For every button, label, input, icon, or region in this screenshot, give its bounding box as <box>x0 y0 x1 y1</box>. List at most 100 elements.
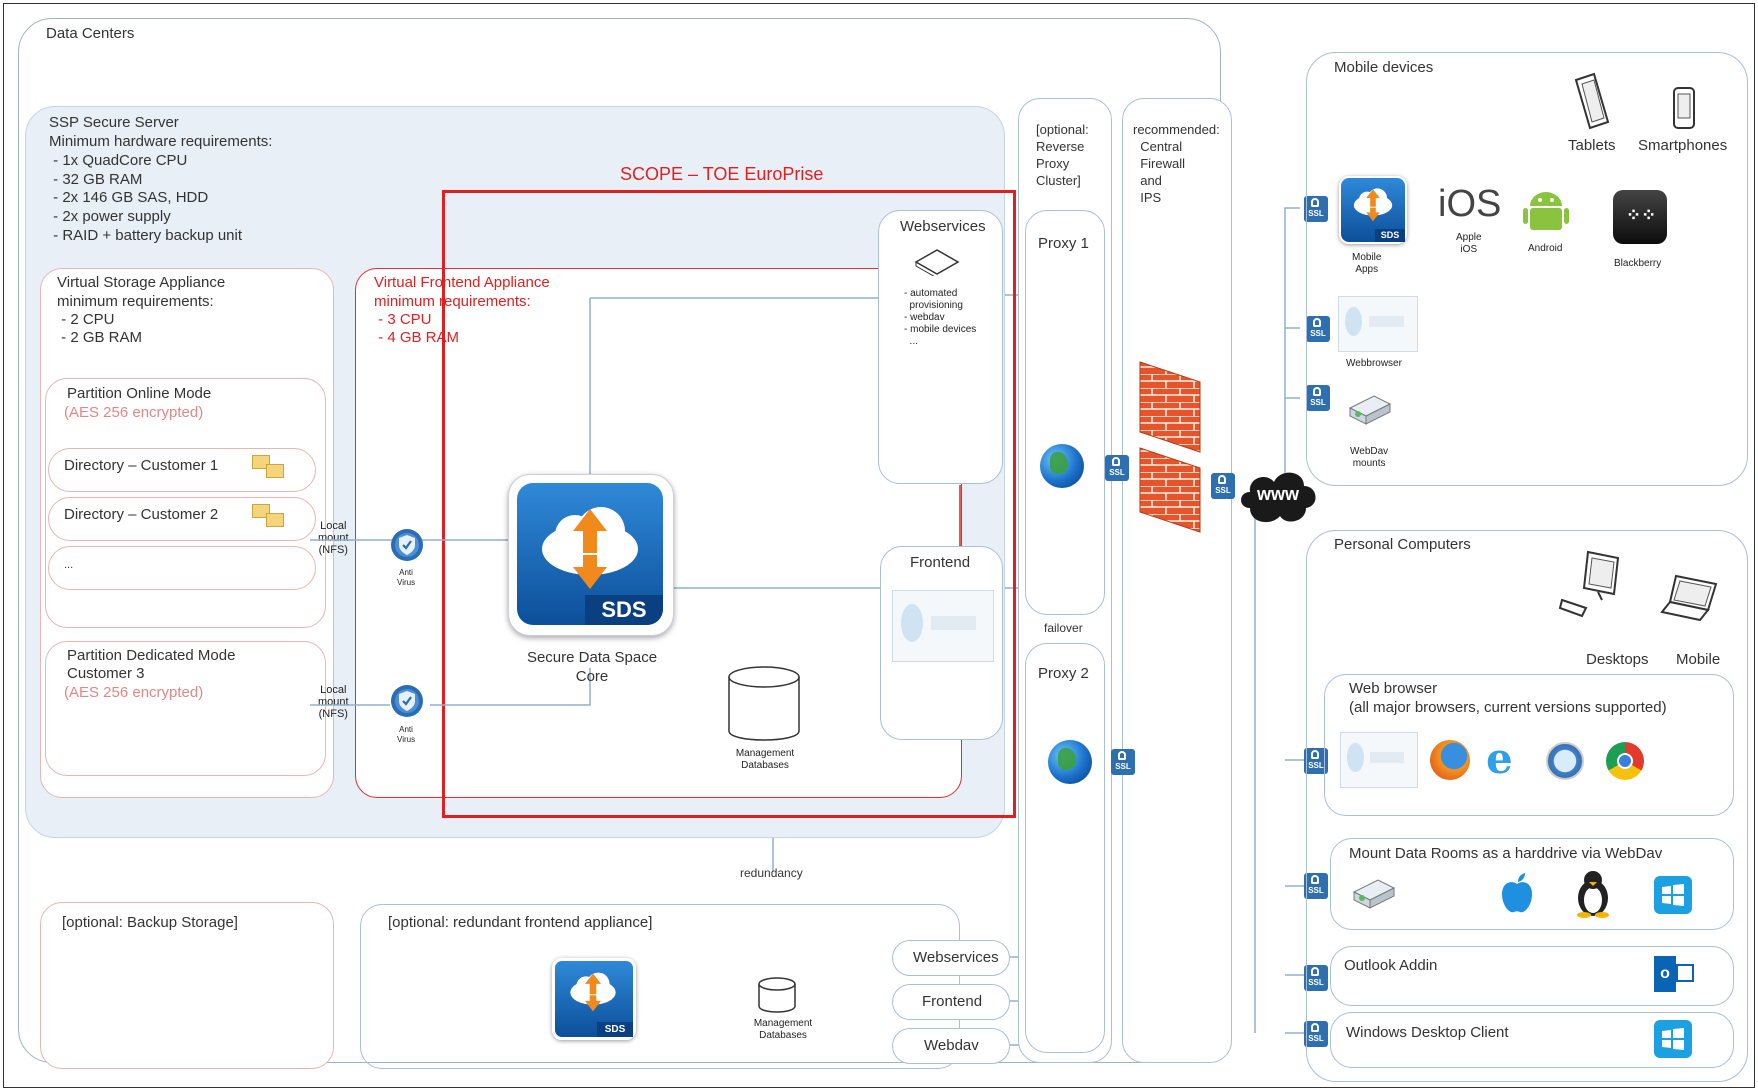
sds-label: SDS <box>597 1022 633 1037</box>
database-icon <box>728 666 800 741</box>
webbrowser-label: Webbrowser <box>1346 358 1402 369</box>
frontend-screenshot <box>892 590 994 662</box>
firewall-title: recommended: Central Firewall and IPS <box>1133 122 1220 205</box>
cloud-upload-icon <box>1353 188 1393 222</box>
ssl-lock-icon: SSL <box>1304 196 1328 222</box>
web-browser-label: Web browser (all major browsers, current… <box>1349 680 1667 716</box>
backup-storage-label: [optional: Backup Storage] <box>62 914 238 931</box>
windows-desktop-client-section <box>1330 1012 1734 1068</box>
webdav-mounts-label: WebDav mounts <box>1350 446 1389 469</box>
failover-label: failover <box>1044 621 1083 635</box>
sds-redundant-app-icon: SDS <box>552 958 636 1040</box>
firewall-region <box>1122 98 1232 1063</box>
blackberry-icon: ⁘⁘ <box>1613 190 1667 244</box>
vsa-line-0: Virtual Storage Appliance <box>57 274 226 291</box>
ssl-lock-icon: SSL <box>1304 1021 1328 1047</box>
webservices-items: - automated provisioning - webdav - mobi… <box>904 288 977 347</box>
personal-computers-region <box>1306 530 1748 1082</box>
vfa-line-2: - 3 CPU <box>374 311 432 328</box>
directory-customer-1-label: Directory – Customer 1 <box>64 457 219 474</box>
ios-logo: iOS <box>1438 183 1502 225</box>
directory-more-label: ... <box>64 559 74 571</box>
windows-icon <box>1654 876 1692 914</box>
smartphones-label: Smartphones <box>1638 137 1728 154</box>
vsa-line-2: - 2 CPU <box>57 311 115 328</box>
blackberry-label: Blackberry <box>1614 258 1662 269</box>
redundant-webservices-button <box>892 940 1010 976</box>
ssp-line-6: - RAID + battery backup unit <box>49 227 243 244</box>
android-icon <box>1523 192 1569 230</box>
mount-webdav-section <box>1330 838 1734 930</box>
core-label: Secure Data Space Core <box>526 649 658 685</box>
ssl-lock-icon: SSL <box>1304 965 1328 991</box>
chrome-icon <box>1606 742 1644 780</box>
redundant-webservices-label: Webservices <box>913 949 999 966</box>
apple-ios-label: Apple iOS <box>1456 232 1482 255</box>
tablet-icon <box>1574 72 1610 130</box>
redundancy-label: redundancy <box>740 866 803 880</box>
frontend-title: Frontend <box>910 554 971 571</box>
scope-boundary <box>442 190 1016 818</box>
firefox-icon <box>1430 740 1470 780</box>
redundant-frontend-title: [optional: redundant frontend appliance] <box>388 914 653 931</box>
redundant-webdav-label: Webdav <box>924 1037 979 1054</box>
internet-explorer-icon: e <box>1486 734 1513 783</box>
database-icon <box>758 977 796 1013</box>
desktop-computer-icon <box>1558 550 1620 618</box>
ssl-lock-icon: SSL <box>1211 473 1235 499</box>
ssl-lock-icon: SSL <box>1111 749 1135 775</box>
cloud-upload-icon <box>542 507 638 589</box>
www-cloud-icon <box>1241 472 1316 523</box>
web-browser-screenshot <box>1340 732 1418 788</box>
firewall-brick-icon <box>1139 361 1201 533</box>
mobile-devices-region <box>1306 52 1748 486</box>
folder-icon <box>266 513 284 527</box>
antivirus-shield-icon <box>391 529 423 561</box>
ssl-lock-icon: SSL <box>1306 385 1330 411</box>
outlook-icon: o <box>1654 956 1694 992</box>
drive-icon <box>1348 395 1392 425</box>
ssp-line-5: - 2x power supply <box>49 208 171 225</box>
www-label: www <box>1256 484 1299 504</box>
mount-webdav-label: Mount Data Rooms as a harddrive via WebD… <box>1349 845 1663 862</box>
ssl-lock-icon: SSL <box>1306 316 1330 342</box>
backup-storage-box <box>40 902 334 1069</box>
redundant-webdav-button <box>892 1028 1010 1064</box>
proxy-1-label: Proxy 1 <box>1038 235 1089 252</box>
linux-tux-icon <box>1577 871 1609 918</box>
sds-mobile-app-icon: SDS <box>1339 176 1407 244</box>
smartphone-icon <box>1673 87 1695 129</box>
vfa-line-3: - 4 GB RAM <box>374 329 460 346</box>
folder-icon <box>252 504 270 518</box>
vfa-line-1: minimum requirements: <box>374 293 531 310</box>
sds-label: SDS <box>1375 229 1405 242</box>
windows-desktop-client-label: Windows Desktop Client <box>1346 1024 1509 1041</box>
proxy-1-box <box>1025 210 1105 615</box>
directory-more <box>48 546 316 590</box>
tablets-label: Tablets <box>1568 137 1616 154</box>
partition-dedicated-encryption: (AES 256 encrypted) <box>64 684 204 701</box>
ssp-line-4: - 2x 146 GB SAS, HDD <box>49 189 209 206</box>
ssp-line-2: - 1x QuadCore CPU <box>49 152 188 169</box>
ssl-lock-icon: SSL <box>1105 455 1129 481</box>
vsa-line-3: - 2 GB RAM <box>57 329 143 346</box>
drive-icon <box>1352 879 1396 909</box>
webservices-title: Webservices <box>900 218 986 235</box>
redundant-frontend-label: Frontend <box>922 993 983 1010</box>
pc-mobile-label: Mobile <box>1676 651 1721 668</box>
laptop-icon <box>1660 574 1718 622</box>
vsa-line-1: minimum requirements: <box>57 293 214 310</box>
antivirus-label: Anti Virus <box>397 725 416 744</box>
ssp-line-1: Minimum hardware requirements: <box>49 133 273 150</box>
web-browser-section <box>1324 674 1734 816</box>
folder-icon <box>266 464 284 478</box>
outlook-addin-label: Outlook Addin <box>1344 957 1438 974</box>
partition-dedicated-customer: Customer 3 <box>67 665 145 682</box>
data-centers-title: Data Centers <box>46 25 135 42</box>
antivirus-label: Anti Virus <box>397 568 416 587</box>
partition-dedicated-title: Partition Dedicated Mode <box>67 647 236 664</box>
mobile-apps-label: Mobile Apps <box>1352 252 1382 275</box>
apple-icon <box>1502 873 1532 913</box>
proxy-2-label: Proxy 2 <box>1038 665 1089 682</box>
partition-dedicated-mode <box>45 641 326 776</box>
